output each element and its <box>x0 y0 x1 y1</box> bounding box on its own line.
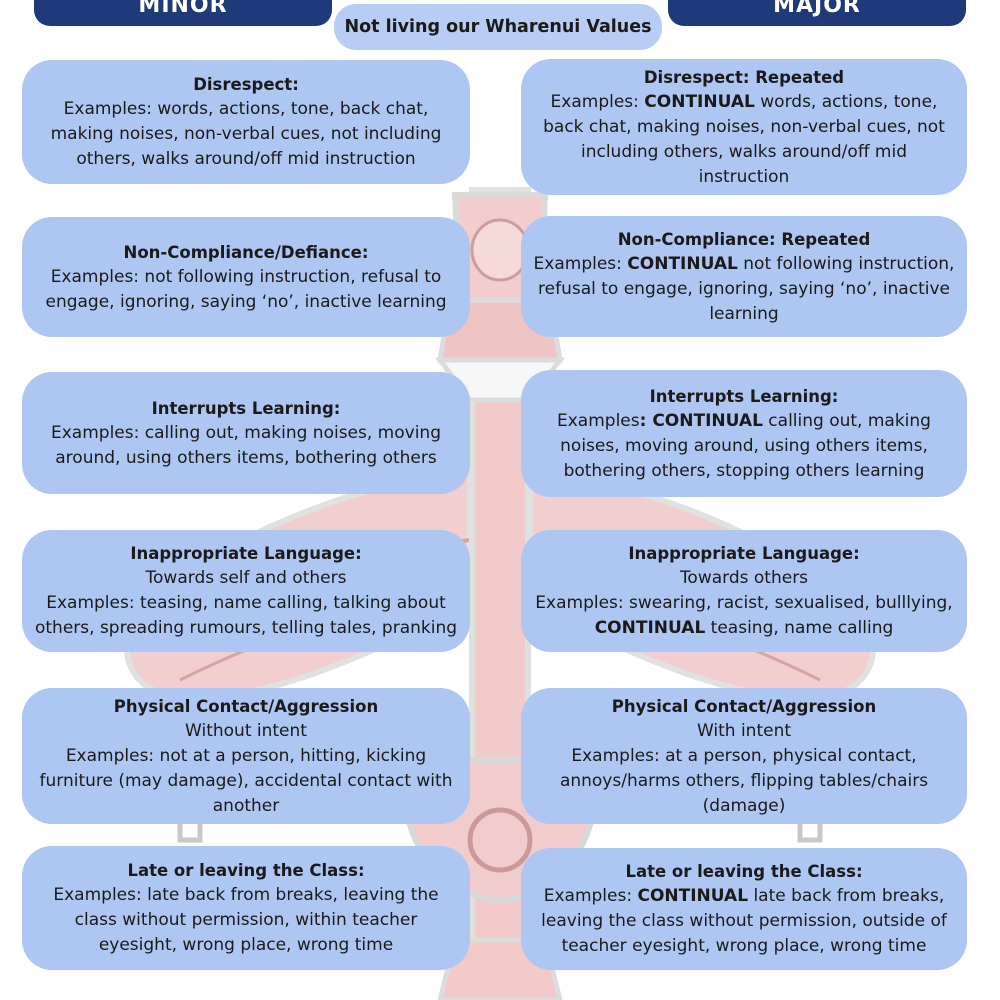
card-line: refusal to engage, ignoring, saying ‘no’… <box>538 278 950 299</box>
major-card-inappropriate-language: Inappropriate Language: Towards others E… <box>521 530 967 652</box>
line-text: Examples: <box>550 91 645 112</box>
minor-card-disrespect: Disrespect: Examples: words, actions, to… <box>22 60 470 184</box>
card-line: With intent <box>696 720 792 741</box>
card-line: Examples: CONTINUAL late back from break… <box>544 884 945 909</box>
card-title: Non-Compliance/Defiance: <box>123 242 369 262</box>
card-line: annoys/harms others, flipping tables/cha… <box>559 770 929 791</box>
card-line: back chat, making noises, non-verbal cue… <box>543 116 945 137</box>
continual-emphasis: CONTINUAL <box>637 886 749 906</box>
card-title: Disrespect: Repeated <box>643 67 845 87</box>
minor-card-interrupts-learning: Interrupts Learning: Examples: calling o… <box>22 372 470 494</box>
card-line: others, walks around/off mid instruction <box>76 149 416 169</box>
minor-card-physical-contact: Physical Contact/Aggression Without inte… <box>22 688 470 824</box>
minor-card-late-leaving: Late or leaving the Class: Examples: lat… <box>22 846 470 970</box>
major-card-late-leaving: Late or leaving the Class: Examples: CON… <box>521 848 967 970</box>
card-line: teacher eyesight, wrong place, wrong tim… <box>561 936 927 956</box>
continual-emphasis: CONTINUAL <box>594 618 706 638</box>
minor-card-non-compliance: Non-Compliance/Defiance: Examples: not f… <box>22 217 470 337</box>
major-header-label: MAJOR <box>773 0 861 18</box>
minor-header: MINOR <box>34 0 332 26</box>
card-line: furniture (may damage), accidental conta… <box>39 770 453 791</box>
card-line: Examples: CONTINUAL words, actions, tone… <box>551 90 938 115</box>
line-text: calling out, making <box>762 410 931 431</box>
card-title: Inappropriate Language: <box>130 544 362 563</box>
major-card-physical-contact: Physical Contact/Aggression With intent … <box>521 688 967 824</box>
minor-card-inappropriate-language: Inappropriate Language: Towards self and… <box>22 530 470 652</box>
card-title: Physical Contact/Aggression <box>113 696 379 716</box>
continual-emphasis: CONTINUAL <box>644 91 755 112</box>
card-line: engage, ignoring, saying ‘no’, inactive … <box>45 291 447 312</box>
card-line: Examples: not following instruction, ref… <box>50 266 442 287</box>
card-line: eyesight, wrong place, wrong time <box>98 935 394 955</box>
line-text: words, actions, tone, <box>754 91 938 112</box>
line-text: Examples <box>557 410 640 431</box>
line-text: Examples: <box>533 253 628 274</box>
card-line: learning <box>709 303 779 324</box>
card-line: bothering others, stopping others learni… <box>563 460 925 481</box>
card-line: noises, moving around, using others item… <box>560 435 928 456</box>
card-title: Non-Compliance: Repeated <box>617 229 871 249</box>
card-title: Late or leaving the Class: <box>127 861 365 880</box>
center-title-text: Not living our Wharenui Values <box>344 17 652 37</box>
card-line: others, spreading rumours, telling tales… <box>34 618 458 638</box>
card-line: around, using others items, bothering ot… <box>55 447 437 468</box>
card-line: Towards others <box>679 568 809 588</box>
card-line: Towards self and others <box>145 568 347 588</box>
major-card-non-compliance-repeated: Non-Compliance: Repeated Examples: CONTI… <box>521 216 967 337</box>
card-line: Examples: teasing, name calling, talking… <box>46 593 446 613</box>
card-line: Examples: CONTINUAL calling out, making <box>557 409 931 434</box>
minor-header-label: MINOR <box>138 0 228 18</box>
card-line: instruction <box>698 166 790 187</box>
card-title: Disrespect: <box>193 75 299 94</box>
major-card-interrupts-learning: Interrupts Learning: Examples: CONTINUAL… <box>521 370 967 497</box>
major-header: MAJOR <box>668 0 966 26</box>
card-line: Without intent <box>185 720 307 741</box>
continual-emphasis: CONTINUAL <box>627 253 738 274</box>
card-line: CONTINUAL teasing, name calling <box>595 616 894 641</box>
card-line: Examples: CONTINUAL not following instru… <box>534 252 955 277</box>
continual-emphasis: : CONTINUAL <box>639 410 763 431</box>
card-line: (damage) <box>702 795 786 816</box>
card-line: leaving the class without permission, ou… <box>541 911 947 931</box>
card-title: Inappropriate Language: <box>628 544 860 563</box>
line-text: Examples: <box>543 886 638 906</box>
card-line: class without permission, within teacher <box>74 910 418 930</box>
card-line: making noises, non-verbal cues, not incl… <box>50 124 442 144</box>
card-line: another <box>212 795 280 816</box>
card-title: Physical Contact/Aggression <box>611 696 877 716</box>
card-title: Interrupts Learning: <box>151 398 341 418</box>
center-title: Not living our Wharenui Values <box>334 4 662 50</box>
major-card-disrespect-repeated: Disrespect: Repeated Examples: CONTINUAL… <box>521 59 967 195</box>
card-line: Examples: calling out, making noises, mo… <box>51 422 441 443</box>
card-line: including others, walks around/off mid <box>580 141 908 162</box>
line-text: late back from breaks, <box>748 886 945 906</box>
line-text: teasing, name calling <box>705 618 894 638</box>
card-line: Examples: late back from breaks, leaving… <box>53 885 439 905</box>
card-line: Examples: at a person, physical contact, <box>571 745 917 766</box>
card-title: Interrupts Learning: <box>649 386 839 406</box>
card-line: Examples: swearing, racist, sexualised, … <box>535 593 953 613</box>
card-line: Examples: words, actions, tone, back cha… <box>63 99 429 119</box>
card-line: Examples: not at a person, hitting, kick… <box>65 745 427 766</box>
line-text: not following instruction, <box>737 253 955 274</box>
card-title: Late or leaving the Class: <box>625 862 863 881</box>
